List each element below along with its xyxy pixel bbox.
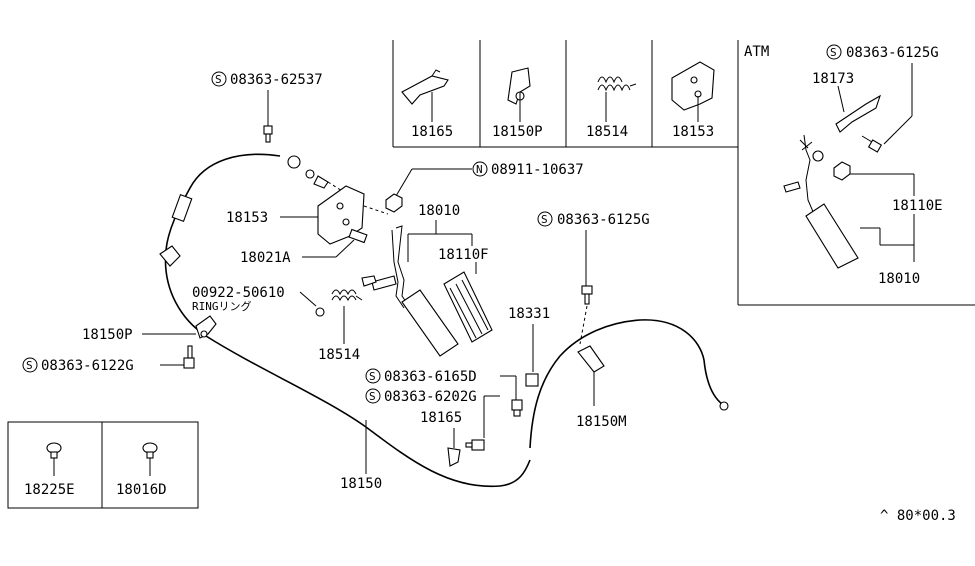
- bottom-parts-box: [7, 421, 199, 509]
- label-18110e: 18110E: [892, 198, 943, 214]
- bracket-18173-icon: [835, 94, 881, 133]
- svg-text:N: N: [476, 163, 483, 176]
- label-ring-text: RINGリング: [192, 299, 252, 313]
- cable-end-fitting-icon: [287, 155, 329, 189]
- s-symbol-atm-6125g: S: [826, 44, 842, 60]
- callout-08363-6202g: 08363-6202G: [384, 389, 477, 405]
- label-18225e: 18225E: [24, 482, 75, 498]
- s-symbol-62537: S: [211, 71, 227, 87]
- n-symbol-10637: N: [472, 161, 488, 177]
- clip-18225e-icon: [46, 442, 62, 459]
- clip-18165-icon: [401, 69, 449, 105]
- label-18150: 18150: [340, 476, 382, 492]
- spring-18514-main-icon: [331, 289, 363, 302]
- label-18331: 18331: [508, 306, 550, 322]
- clip-18331-icon: [525, 373, 539, 387]
- callout-08363-6122g: 08363-6122G: [41, 358, 134, 374]
- label-18010-main: 18010: [418, 203, 460, 219]
- top-cell-18150p: 18150P: [492, 124, 543, 140]
- atm-title: ATM: [744, 44, 769, 60]
- top-cell-18153: 18153: [672, 124, 714, 140]
- screw-6165d-icon: [511, 399, 523, 417]
- screw-6122g-icon: [183, 345, 195, 369]
- callout-08363-6125g-atm: 08363-6125G: [846, 45, 939, 61]
- bolt-atm-icon: [861, 135, 883, 153]
- bracket-18150p-icon: [507, 67, 531, 105]
- label-18173: 18173: [812, 71, 854, 87]
- label-18110f: 18110F: [438, 247, 489, 263]
- diagram-code: ^ 80*00.3: [880, 508, 956, 524]
- svg-text:S: S: [369, 370, 376, 383]
- nut-10637-icon: [385, 193, 403, 213]
- callout-08363-62537: 08363-62537: [230, 72, 323, 88]
- svg-text:S: S: [369, 390, 376, 403]
- screw-62537-icon: [263, 125, 273, 143]
- svg-text:S: S: [830, 46, 837, 59]
- label-18150m: 18150M: [576, 414, 627, 430]
- callout-08363-6125g-main: 08363-6125G: [557, 212, 650, 228]
- label-18021a: 18021A: [240, 250, 291, 266]
- accelerator-cable-main: [159, 153, 531, 488]
- screw-6125g-main-icon: [581, 285, 593, 305]
- bolt-18021a-icon: [348, 228, 368, 244]
- s-symbol-6202g: S: [365, 388, 381, 404]
- pedal-pad-atm-icon: [805, 203, 859, 269]
- pedal-arm-atm-icon: [783, 134, 824, 215]
- s-symbol-6165d: S: [365, 368, 381, 384]
- label-ring-partno: 00922-50610: [192, 285, 285, 301]
- nut-atm-icon: [833, 161, 851, 181]
- top-cell-18165: 18165: [411, 124, 453, 140]
- label-18150p-main: 18150P: [82, 327, 133, 343]
- spring-18514-icon: [597, 76, 637, 92]
- top-parts-panel: [392, 40, 738, 148]
- atm-panel: [737, 40, 975, 306]
- pedal-arm-main-icon: [361, 225, 413, 311]
- pedal-pad-ribbed-18110f-icon: [443, 271, 493, 343]
- label-18165-main: 18165: [420, 410, 462, 426]
- clip-18150m-icon: [577, 345, 605, 373]
- svg-text:S: S: [541, 213, 548, 226]
- top-cell-18514: 18514: [586, 124, 628, 140]
- label-18010-atm: 18010: [878, 271, 920, 287]
- label-18016d: 18016D: [116, 482, 167, 498]
- accelerator-cable-right: [529, 319, 729, 449]
- callout-08363-6165d: 08363-6165D: [384, 369, 477, 385]
- clip-18016d-icon: [142, 442, 158, 459]
- bracket-18150p-main-icon: [195, 315, 217, 339]
- s-symbol-6125g-main: S: [537, 211, 553, 227]
- screw-6202g-icon: [465, 439, 485, 451]
- pedal-pad-main-icon: [401, 289, 459, 357]
- cable-boot-icon: [171, 193, 193, 223]
- clip-18165-main-icon: [447, 447, 461, 467]
- cable-grommet-icon: [159, 245, 181, 267]
- label-18514-main: 18514: [318, 347, 360, 363]
- svg-text:S: S: [26, 359, 33, 372]
- s-symbol-6122g: S: [22, 357, 38, 373]
- bracket-18153-icon: [671, 61, 715, 111]
- callout-08911-10637: 08911-10637: [491, 162, 584, 178]
- ring-icon: [315, 307, 325, 317]
- svg-text:S: S: [215, 73, 222, 86]
- label-18153-main: 18153: [226, 210, 268, 226]
